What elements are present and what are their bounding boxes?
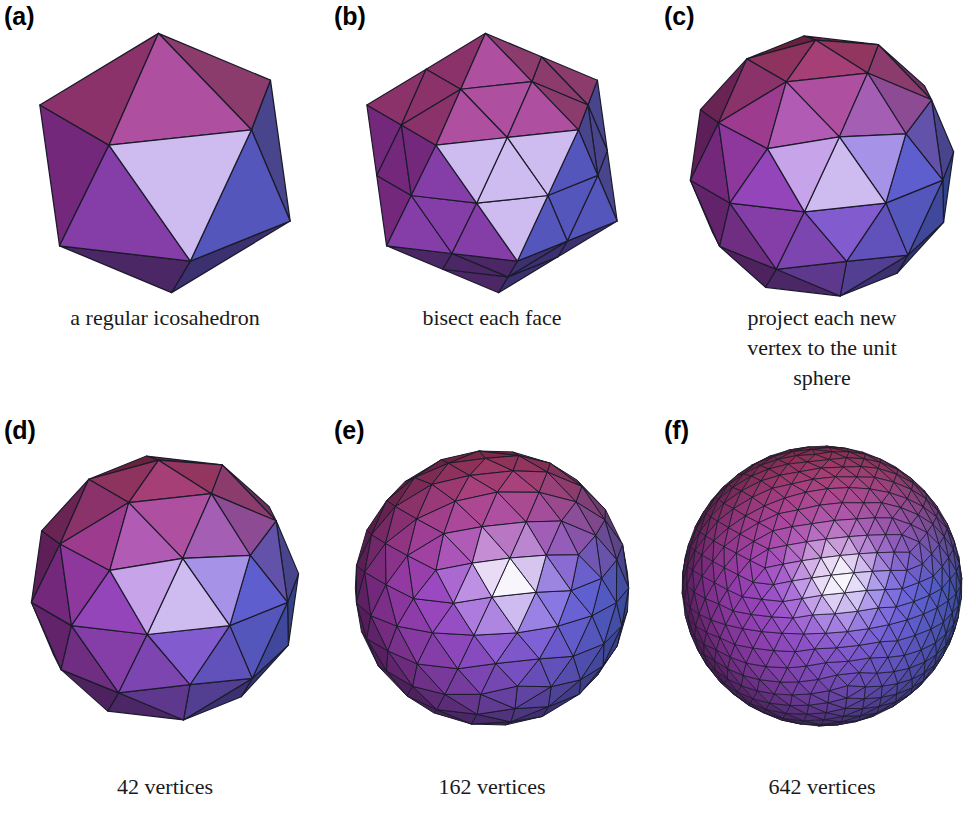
mesh-face (433, 633, 474, 669)
panel-letter: (a) (4, 2, 35, 31)
mesh-face (110, 558, 183, 634)
mesh-face (713, 547, 725, 568)
panel-caption: bisect each face (382, 303, 602, 333)
mesh-face (792, 694, 810, 705)
mesh-face (472, 558, 510, 597)
mesh-face (507, 82, 578, 138)
mesh-face (826, 661, 848, 675)
mesh-face (790, 705, 808, 714)
mesh-face (843, 709, 862, 717)
panel-caption: project each new vertex to the unit sphe… (732, 303, 912, 393)
mesh-face (417, 664, 457, 694)
mesh-face (497, 471, 539, 492)
mesh-face (515, 686, 551, 708)
mesh-face (436, 137, 507, 203)
mesh-face (863, 697, 882, 708)
mesh-face (827, 477, 848, 489)
panel-letter: (c) (664, 2, 695, 31)
panel-letter: (f) (664, 416, 689, 445)
mesh-face (843, 708, 862, 716)
mesh-face (857, 467, 875, 478)
mesh-face (863, 697, 882, 708)
mesh-face (804, 633, 826, 649)
mesh-face (616, 560, 628, 603)
mesh-face (766, 667, 787, 683)
mesh-face (183, 494, 251, 559)
mesh-face (804, 203, 885, 261)
mesh-face (812, 558, 831, 578)
geodesic-sphere-162 (355, 451, 628, 725)
mesh-face (774, 651, 795, 668)
panel-letter: (b) (334, 2, 366, 31)
mesh-face (702, 561, 714, 582)
mesh-face (474, 633, 517, 664)
mesh-face (849, 477, 870, 489)
mesh-face (782, 633, 803, 651)
mesh-face (821, 539, 840, 558)
mesh-face (812, 575, 831, 595)
mesh-face (492, 592, 536, 633)
mesh-face (693, 555, 702, 576)
panel-letter: (d) (4, 416, 36, 445)
mesh-face (956, 572, 961, 594)
projected-sphere-42 (690, 36, 953, 296)
mesh-face (768, 137, 840, 212)
mesh-face (845, 698, 864, 708)
mesh-face (813, 614, 835, 634)
mesh-face (843, 458, 861, 467)
panel-letter: (e) (334, 416, 365, 445)
mesh-face (147, 626, 230, 685)
panel-caption: 42 vertices (55, 772, 275, 802)
mesh-face (472, 527, 510, 563)
mesh-face (445, 694, 481, 714)
mesh-face (786, 713, 807, 720)
mesh-face (847, 686, 866, 698)
mesh-face (461, 33, 532, 89)
mesh-face (482, 492, 526, 527)
panel-caption: 642 vertices (712, 772, 932, 802)
mesh-face (835, 611, 858, 631)
mesh-face (835, 467, 856, 477)
bisected-icosahedron (367, 33, 617, 292)
mesh-face (842, 488, 863, 503)
mesh-face (787, 666, 806, 682)
mesh-face (821, 460, 843, 468)
mesh-face (513, 456, 547, 472)
mesh-face (822, 593, 845, 614)
mesh-face (826, 632, 848, 648)
mesh-face (845, 699, 864, 709)
panel-caption: 162 vertices (382, 772, 602, 802)
mesh-face (942, 567, 950, 589)
mesh-face (839, 73, 906, 137)
mesh-face (109, 130, 252, 261)
mesh-face (864, 686, 882, 699)
mesh-face (834, 503, 856, 521)
mesh-face (436, 89, 507, 145)
geodesic-sphere-642 (682, 446, 962, 726)
mesh-face (365, 543, 386, 584)
icosahedron (40, 33, 290, 292)
mesh-face (702, 541, 714, 562)
mesh-face (109, 33, 252, 145)
mesh-face (780, 682, 798, 695)
mesh-face (815, 648, 837, 663)
mesh-face (864, 686, 882, 699)
mesh-face (826, 520, 849, 539)
mesh-face (477, 195, 548, 261)
mesh-face (515, 687, 551, 709)
mesh-face (802, 542, 821, 561)
panel-caption: a regular icosahedron (65, 303, 265, 333)
geodesic-sphere-42 (31, 456, 298, 720)
mesh-face (774, 694, 792, 706)
